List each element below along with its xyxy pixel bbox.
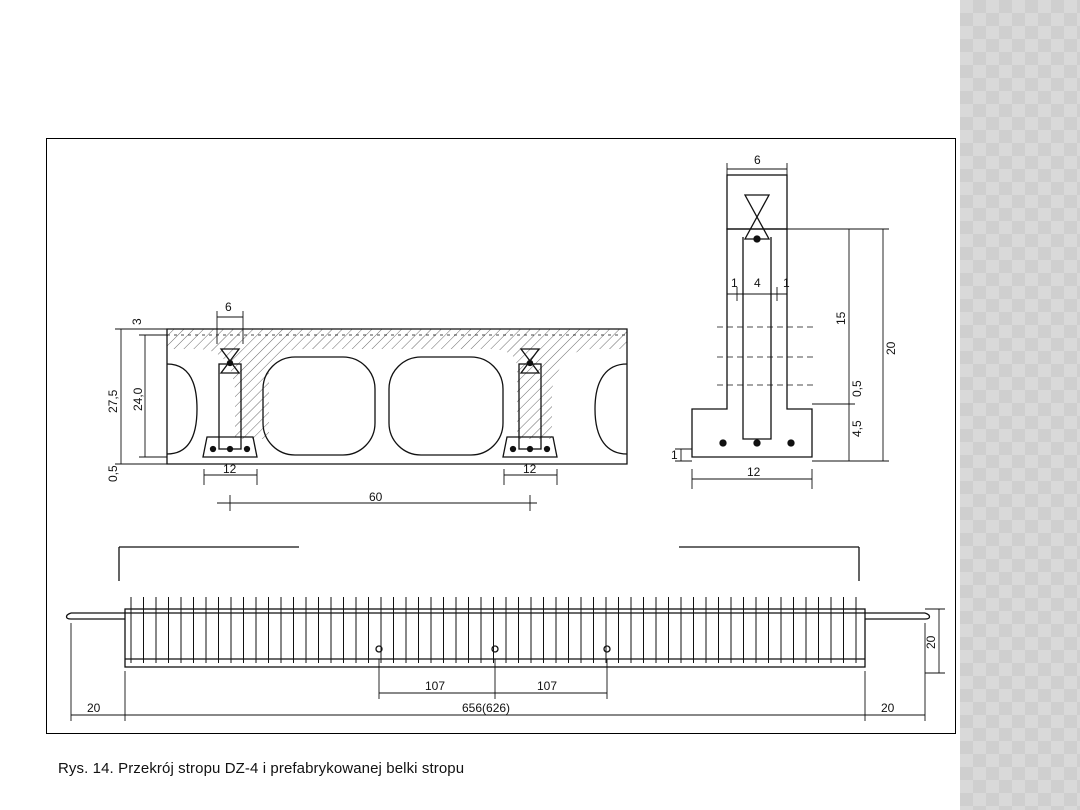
floor-dimension-lines [115, 311, 558, 511]
beam-section-stirrup [742, 237, 772, 440]
dim-beam-web-width: 4 [754, 276, 761, 290]
dim-floor-total-height: 27,5 [106, 389, 120, 413]
hollow-block-1 [262, 356, 376, 456]
beam-elevation [65, 546, 945, 721]
hollow-block-right-partial [594, 363, 628, 455]
dim-beam-total-height: 20 [884, 341, 898, 355]
dim-elevation-length: 656(626) [462, 701, 510, 715]
floor-section [115, 311, 628, 511]
dim-beam-side-right: 1 [783, 276, 790, 290]
dim-floor-spacing: 60 [369, 490, 383, 504]
hollow-block-left-partial [166, 363, 198, 455]
dim-beam-base-width: 12 [747, 465, 761, 479]
beam-cross-section [675, 163, 889, 489]
decorative-side-panel [960, 0, 1080, 810]
dim-beam-foot-height: 4,5 [850, 420, 864, 437]
beam-section-dimension-lines [675, 163, 889, 489]
dim-beam-side-left: 1 [731, 276, 738, 290]
dim-floor-beam-base-left: 12 [223, 462, 237, 476]
dim-elevation-end-left: 20 [87, 701, 101, 715]
beam-section-rebar-top [743, 194, 771, 240]
floor-outline [166, 328, 628, 465]
prefab-beam-left [202, 348, 258, 458]
elevation-dimension-lines [70, 608, 945, 721]
elevation-hook-middle [491, 645, 499, 653]
dim-beam-top-width: 6 [754, 153, 761, 167]
dim-beam-gap: 0,5 [850, 380, 864, 397]
technical-drawing: 6 3 27,5 24,0 0,5 12 12 60 [65, 153, 945, 721]
dim-floor-top-layer: 3 [130, 318, 144, 325]
dim-elevation-end-right: 20 [881, 701, 895, 715]
dim-floor-block-height: 24,0 [131, 387, 145, 411]
elevation-hook-left [375, 645, 383, 653]
prefab-beam-right [502, 348, 558, 458]
hollow-block-2 [388, 356, 504, 456]
figure-caption: Rys. 14. Przekrój stropu DZ-4 i prefabry… [58, 760, 465, 777]
dim-beam-web-height: 15 [834, 311, 848, 325]
beam-section-outline [691, 228, 813, 458]
figure-frame: 6 3 27,5 24,0 0,5 12 12 60 [46, 138, 956, 734]
dim-elevation-spacing-right: 107 [537, 679, 557, 693]
dim-elevation-height: 20 [924, 635, 938, 649]
dim-floor-bottom-gap: 0,5 [106, 465, 120, 482]
dim-beam-cover: 1 [671, 448, 678, 462]
dim-elevation-spacing-left: 107 [425, 679, 445, 693]
beam-section-top-bulb [726, 174, 788, 230]
elevation-hook-right [603, 645, 611, 653]
elevation-beam-body [124, 608, 866, 668]
elevation-stirrups [130, 597, 857, 663]
dim-floor-beam-base-right: 12 [523, 462, 537, 476]
floor-concrete-fill [167, 329, 627, 439]
dim-floor-beam-top-width: 6 [225, 300, 232, 314]
